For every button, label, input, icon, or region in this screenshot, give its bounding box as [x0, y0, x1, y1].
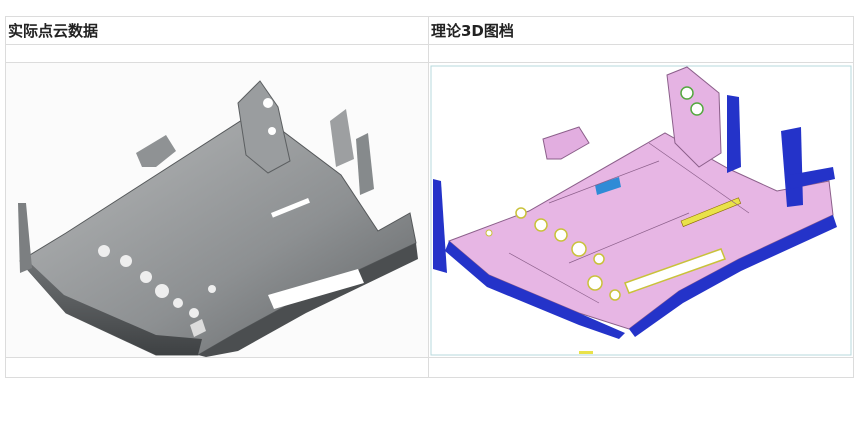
header-cell-right: 理论3D图档 [428, 16, 854, 45]
header-cell-left: 实际点云数据 [5, 16, 429, 45]
image-cell-right [428, 62, 854, 358]
cad-model-image [430, 65, 852, 356]
header-left-label: 实际点云数据 [8, 22, 99, 40]
header-right-label: 理论3D图档 [431, 22, 514, 40]
footer-row [5, 357, 854, 378]
header-row: 实际点云数据 理论3D图档 [5, 16, 854, 45]
point-cloud-image [6, 63, 428, 357]
comparison-table: 实际点云数据 理论3D图档 [5, 16, 854, 378]
image-row [5, 62, 854, 358]
image-cell-left [5, 62, 429, 358]
spacer-row [5, 44, 854, 63]
